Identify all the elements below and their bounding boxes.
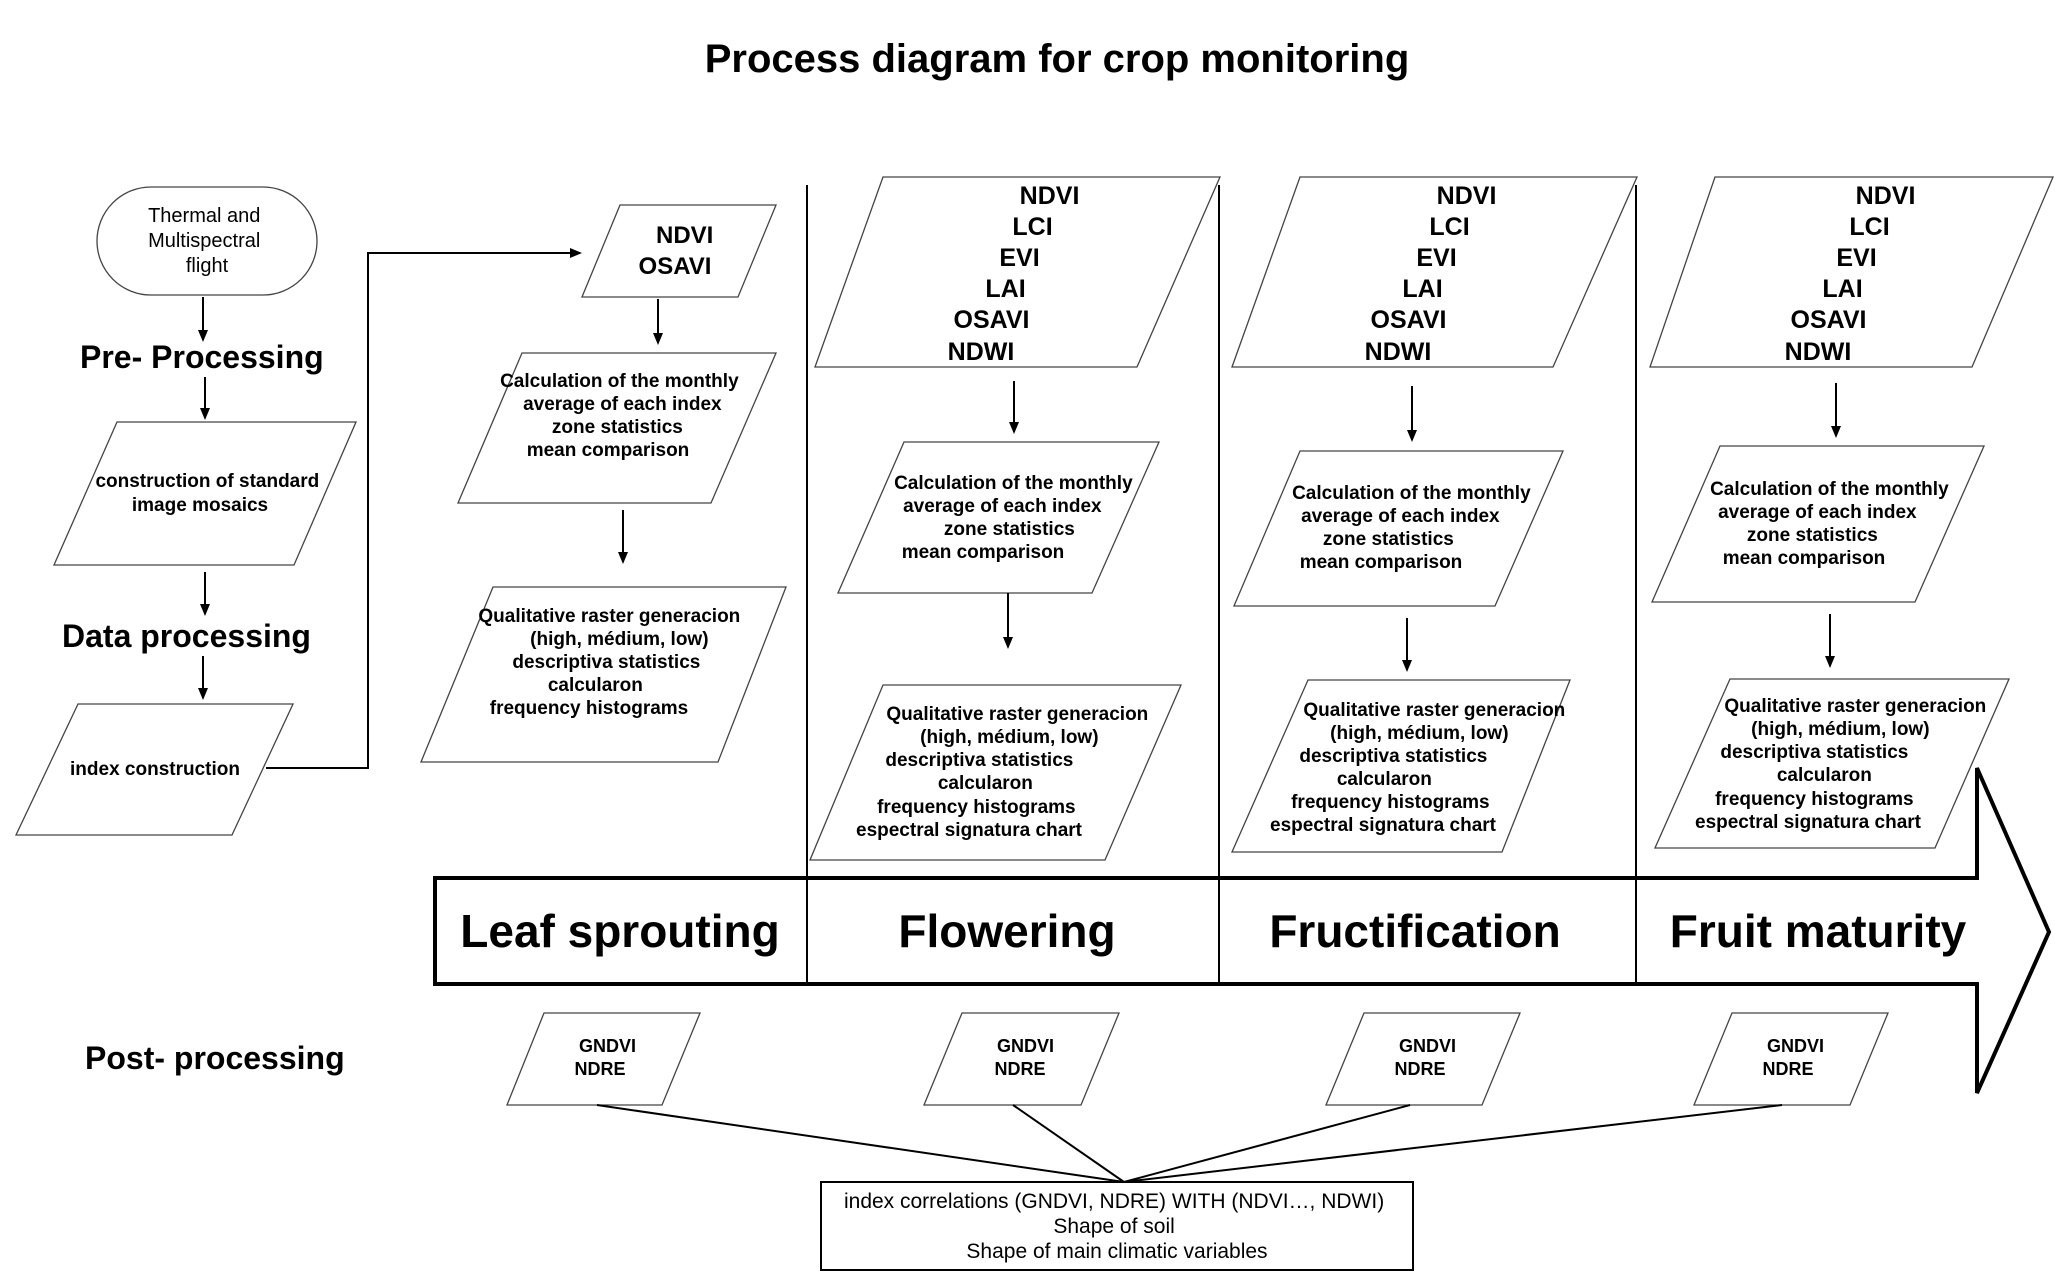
stage-label-fruit-maturity: Fruit maturity	[1670, 905, 1967, 957]
fructification-post-text: GNDVI NDRE	[1394, 1036, 1461, 1079]
fruit-maturity-raster-text: Qualitative raster generacion (high, méd…	[1695, 696, 1992, 833]
leaf-sprouting-correlation-line	[596, 1104, 1125, 1183]
leaf-sprouting-calculation-text: Calculation of the monthly average of ea…	[500, 371, 744, 461]
flowering-calculation-text: Calculation of the monthly average of ea…	[894, 473, 1138, 563]
flowering-indices-box	[814, 176, 1221, 368]
fruit-maturity-calculation-text: Calculation of the monthly average of ea…	[1710, 479, 1954, 569]
fructification-correlation-line	[1123, 1104, 1411, 1183]
correlation-box-text: index correlations (GNDVI, NDRE) WITH (N…	[844, 1190, 1390, 1263]
fruit-maturity-indices-text: NDVI LCI EVI LAI OSAVI NDWI	[1785, 182, 1923, 366]
index-construction-box	[14, 703, 295, 836]
connector-index-to-leaf-sprouting	[266, 248, 582, 769]
leaf-sprouting-calculation-box	[457, 352, 777, 504]
fruit-maturity-raster-box	[1654, 678, 2010, 849]
stage-label-flowering: Flowering	[898, 905, 1115, 957]
fructification-calculation-text: Calculation of the monthly average of ea…	[1292, 483, 1536, 573]
flowering-correlation-line	[1012, 1104, 1125, 1183]
fructification-indices-text: NDVI LCI EVI LAI OSAVI NDWI	[1365, 182, 1504, 366]
flowering-indices-text: NDVI LCI EVI LAI OSAVI NDWI	[948, 182, 1087, 366]
fructification-raster-text: Qualitative raster generacion (high, méd…	[1270, 700, 1571, 836]
stage-label-leaf-sprouting: Leaf sprouting	[460, 905, 779, 957]
fruit-maturity-post-text: GNDVI NDRE	[1762, 1036, 1829, 1079]
fructification-calculation-box	[1233, 450, 1564, 607]
leaf-sprouting-post-box	[506, 1012, 701, 1106]
diagram-title: Process diagram for crop monitoring	[705, 37, 1410, 81]
phenology-timeline-arrow	[433, 767, 2052, 1094]
fruit-maturity-indices-box	[1649, 176, 2054, 368]
leaf-sprouting-post-text: GNDVI NDRE	[574, 1036, 641, 1079]
stage-label-fructification: Fructification	[1269, 905, 1560, 957]
flowering-post-box	[923, 1012, 1120, 1106]
flowering-raster-box	[809, 684, 1182, 861]
start-terminal	[96, 186, 318, 296]
mosaic-box	[53, 421, 357, 566]
flowering-raster-text: Qualitative raster generacion (high, méd…	[856, 704, 1154, 841]
fructification-post-box	[1325, 1012, 1521, 1106]
fruit-maturity-correlation-line	[1123, 1104, 1783, 1183]
data-processing-label: Data processing	[62, 618, 311, 654]
leaf-sprouting-indices-text: NDVI OSAVI	[639, 222, 720, 280]
fructification-raster-box	[1231, 679, 1571, 853]
correlation-box	[820, 1181, 1414, 1271]
leaf-sprouting-raster-box	[420, 586, 787, 763]
mosaic-box-text: construction of standard image mosaics	[95, 471, 324, 516]
flowering-calculation-box	[837, 441, 1160, 594]
fruit-maturity-calculation-box	[1651, 445, 1985, 603]
leaf-sprouting-raster-text: Qualitative raster generacion (high, méd…	[478, 606, 745, 719]
index-construction-text: index construction	[70, 759, 240, 780]
start-terminal-text: Thermal and Multispectral flight	[148, 205, 266, 277]
fruit-maturity-post-box	[1693, 1012, 1889, 1106]
flowering-post-text: GNDVI NDRE	[994, 1036, 1059, 1079]
leaf-sprouting-indices-box	[581, 204, 777, 298]
preprocessing-label: Pre- Processing	[80, 339, 324, 375]
postprocessing-label: Post- processing	[85, 1040, 345, 1076]
fructification-indices-box	[1231, 176, 1638, 368]
